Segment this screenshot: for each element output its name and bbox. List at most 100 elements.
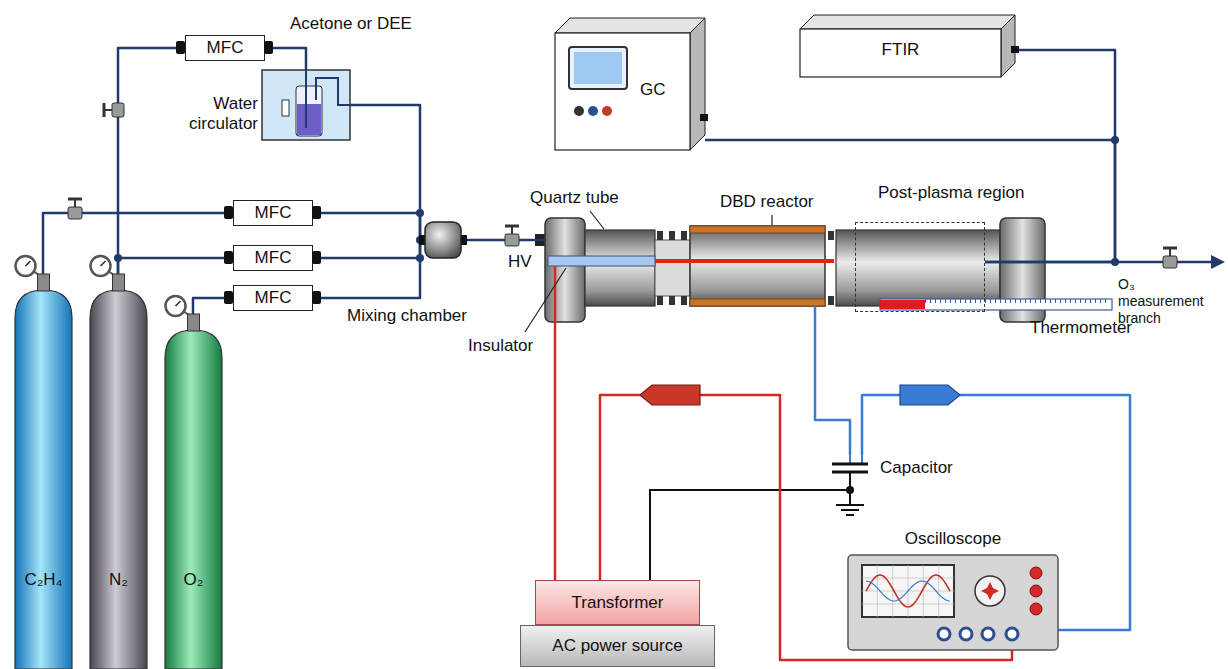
pressure-gauge	[166, 296, 186, 316]
fitting	[224, 206, 233, 219]
thermometer-scale	[925, 299, 1110, 310]
gas-line	[118, 258, 233, 290]
button	[574, 106, 584, 116]
gauge-needle	[101, 261, 106, 266]
button	[602, 106, 612, 116]
cylinder-body	[90, 290, 147, 669]
gas-cylinder: C₂H₄	[15, 290, 72, 669]
gas-line	[43, 213, 233, 290]
screen-glass	[574, 52, 622, 84]
quartz-tube-body	[585, 230, 655, 306]
ground-wiring	[650, 481, 864, 580]
gas-line	[350, 105, 425, 240]
gas-name: N₂	[90, 570, 147, 590]
water-bath: Water circulator	[262, 70, 350, 140]
plate	[832, 463, 868, 466]
sample-line	[705, 140, 1115, 262]
fitting	[312, 291, 321, 304]
oscilloscope-shape	[848, 555, 1058, 650]
top-face	[800, 15, 1015, 29]
scope-screen	[862, 565, 954, 617]
node-text: MFC	[207, 38, 244, 58]
insulator-rod	[548, 256, 655, 266]
input-jack	[938, 628, 950, 640]
gauge-needle	[176, 301, 181, 306]
scope-body	[848, 555, 1058, 650]
button	[1030, 603, 1042, 615]
lead	[849, 472, 851, 481]
node-text: Capacitor	[880, 458, 980, 478]
node-text: Transformer	[572, 592, 664, 612]
button	[588, 106, 598, 116]
thermometer-bulb	[880, 300, 925, 309]
reactor-assembly	[535, 218, 1112, 322]
input-jack	[960, 628, 972, 640]
ground-electrode-wire	[815, 306, 850, 455]
gas-cylinder-shape	[165, 330, 222, 669]
gas-line	[313, 240, 425, 298]
pressure-gauge	[91, 256, 111, 276]
flow-controller: MFC	[233, 285, 313, 311]
gas-line	[313, 213, 425, 240]
screen	[569, 47, 627, 89]
waveform	[866, 581, 950, 601]
node-text: Oscilloscope	[848, 529, 1058, 549]
probe-wire	[862, 395, 1130, 630]
fitting	[224, 251, 233, 264]
node-text: MFC	[255, 203, 292, 223]
oscilloscope: Oscilloscope	[848, 555, 1058, 650]
valve-symbol	[1163, 248, 1177, 268]
mixing-vessel-body	[425, 222, 461, 258]
cylinder-body	[15, 290, 72, 669]
water-bath-shape	[262, 70, 350, 140]
dip-tube	[305, 70, 307, 128]
button	[1030, 585, 1042, 597]
terminal-label: HV	[508, 252, 532, 272]
o3-branch-tube	[880, 299, 1112, 310]
node-text: Post-plasma region	[878, 183, 1068, 203]
button	[1030, 567, 1042, 579]
flow-controller: MFC	[185, 35, 265, 61]
node-text: AC power source	[552, 636, 682, 656]
fitting	[312, 206, 321, 219]
waveform	[866, 575, 950, 607]
voltage-probe	[640, 385, 700, 405]
capacitor-symbol: Capacitor	[828, 455, 872, 481]
bubbler-bottle	[296, 86, 322, 136]
sample-line	[985, 50, 1115, 262]
gc-instrument-shape	[555, 18, 705, 150]
capacitor-symbol-shape	[828, 455, 872, 481]
transformer-box: Transformer	[535, 580, 700, 625]
heater	[282, 100, 289, 116]
fitting	[461, 235, 467, 245]
input-jack	[982, 628, 994, 640]
fitting	[1011, 46, 1019, 53]
node-text: GC	[640, 80, 684, 100]
node-text: Mixing chamber	[343, 306, 471, 326]
screen-grid	[862, 565, 954, 617]
input-jack	[1006, 628, 1018, 640]
part-label: Thermometer	[1030, 318, 1132, 338]
gas-cylinder-shape	[90, 290, 147, 669]
gas-name: C₂H₄	[15, 570, 72, 590]
leader-lines	[525, 211, 772, 332]
cylinder-neck	[113, 274, 125, 291]
fitting	[224, 291, 233, 304]
part-label: O₃ measurement branch	[1118, 276, 1224, 326]
node-text: DBD reactor	[720, 192, 840, 212]
dbd-reactor-body	[690, 226, 825, 306]
fitting	[312, 251, 321, 264]
valve-symbol	[505, 226, 519, 246]
node-text: MFC	[255, 248, 292, 268]
junction-dots	[114, 136, 1119, 494]
electrode-band	[690, 226, 825, 233]
knob	[975, 576, 1005, 606]
liquid-label: Acetone or DEE	[290, 14, 412, 34]
mixing-vessel-shape	[425, 222, 461, 258]
current-probe	[900, 385, 960, 405]
gc-instrument: GC	[555, 18, 705, 150]
gas-cylinder-shape	[15, 290, 72, 669]
gas-line	[118, 48, 185, 290]
